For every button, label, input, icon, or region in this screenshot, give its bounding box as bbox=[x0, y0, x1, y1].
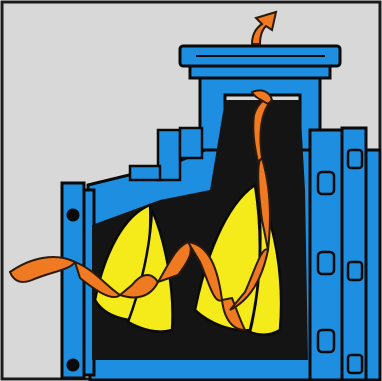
discharge-flange bbox=[180, 46, 340, 78]
